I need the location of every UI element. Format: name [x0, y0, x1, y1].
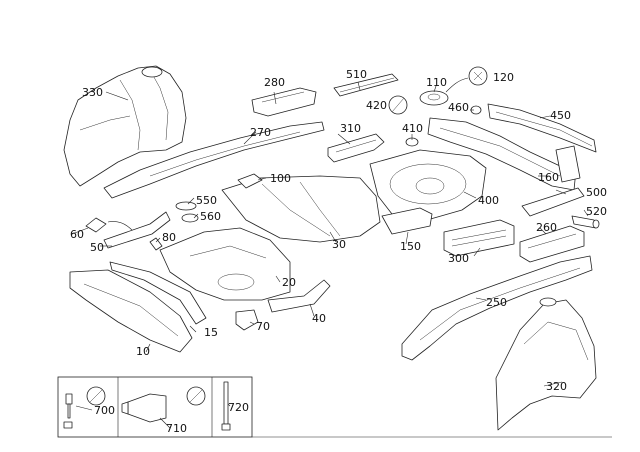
label-80: 80 [162, 231, 176, 244]
label-30: 30 [332, 238, 346, 251]
label-100: 100 [270, 172, 291, 185]
part-30-front-floor [221, 175, 381, 243]
part-700-bolts [63, 386, 106, 429]
part-500-member [521, 187, 585, 217]
part-70-plate [235, 309, 259, 331]
label-420: 420 [366, 99, 387, 112]
part-60-clip [85, 217, 133, 233]
part-420-tool-symbol [388, 95, 408, 115]
part-400-trunk-floor [369, 149, 487, 223]
part-720-bolt [221, 381, 231, 431]
part-550-ring [175, 201, 197, 211]
label-150: 150 [400, 240, 421, 253]
label-710: 710 [166, 422, 187, 435]
part-330-front-wheelhouse [63, 65, 187, 187]
part-310-bracket [327, 133, 385, 163]
label-10: 10 [136, 345, 150, 358]
label-20: 20 [282, 276, 296, 289]
label-160: 160 [538, 171, 559, 184]
part-160-rear-side-frame [427, 117, 581, 191]
label-510: 510 [346, 68, 367, 81]
label-15: 15 [204, 326, 218, 339]
label-410: 410 [402, 122, 423, 135]
label-120: 120 [493, 71, 514, 84]
part-40-rocker [267, 279, 331, 313]
part-15-brace [109, 261, 207, 325]
label-550: 550 [196, 194, 217, 207]
label-560: 560 [200, 210, 221, 223]
label-60: 60 [70, 228, 84, 241]
label-70: 70 [256, 320, 270, 333]
part-450-rear-member [487, 103, 597, 153]
part-120-grommet [445, 66, 488, 93]
part-10-longitudinal [69, 269, 193, 353]
part-50-brace [103, 211, 171, 249]
label-320: 320 [546, 380, 567, 393]
part-260-bracket [519, 225, 585, 263]
label-330: 330 [82, 86, 103, 99]
leader-lines [71, 81, 589, 429]
label-270: 270 [250, 126, 271, 139]
part-710-sleeve [121, 386, 206, 423]
label-260: 260 [536, 221, 557, 234]
label-700: 700 [94, 404, 115, 417]
label-280: 280 [264, 76, 285, 89]
part-270-side-rail [103, 121, 325, 199]
part-100-clip [237, 173, 263, 189]
part-80-bolt [149, 237, 163, 251]
part-320-rear-wheelhouse [495, 297, 597, 431]
label-720: 720 [228, 401, 249, 414]
part-150-cross-member [381, 207, 433, 235]
label-520: 520 [586, 205, 607, 218]
part-510-bar [333, 73, 399, 97]
label-250: 250 [486, 296, 507, 309]
label-310: 310 [340, 122, 361, 135]
part-20-front-floor-panel [159, 227, 291, 301]
label-50: 50 [90, 241, 104, 254]
part-250-rear-inner-panel [401, 255, 593, 361]
label-40: 40 [312, 312, 326, 325]
label-400: 400 [478, 194, 499, 207]
part-520-tube [571, 215, 600, 229]
label-460: 460 [448, 101, 469, 114]
fastener-inset [57, 376, 253, 438]
label-110: 110 [426, 76, 447, 89]
part-280-bracket [251, 87, 317, 117]
part-number-labels: 330 270 280 510 420 110 120 460 450 310 … [70, 68, 607, 435]
label-450: 450 [550, 109, 571, 122]
part-300-floor-section [443, 219, 515, 257]
part-560-ring [181, 213, 199, 223]
label-500: 500 [586, 186, 607, 199]
label-300: 300 [448, 252, 469, 265]
part-110-spring-seat [419, 90, 449, 106]
